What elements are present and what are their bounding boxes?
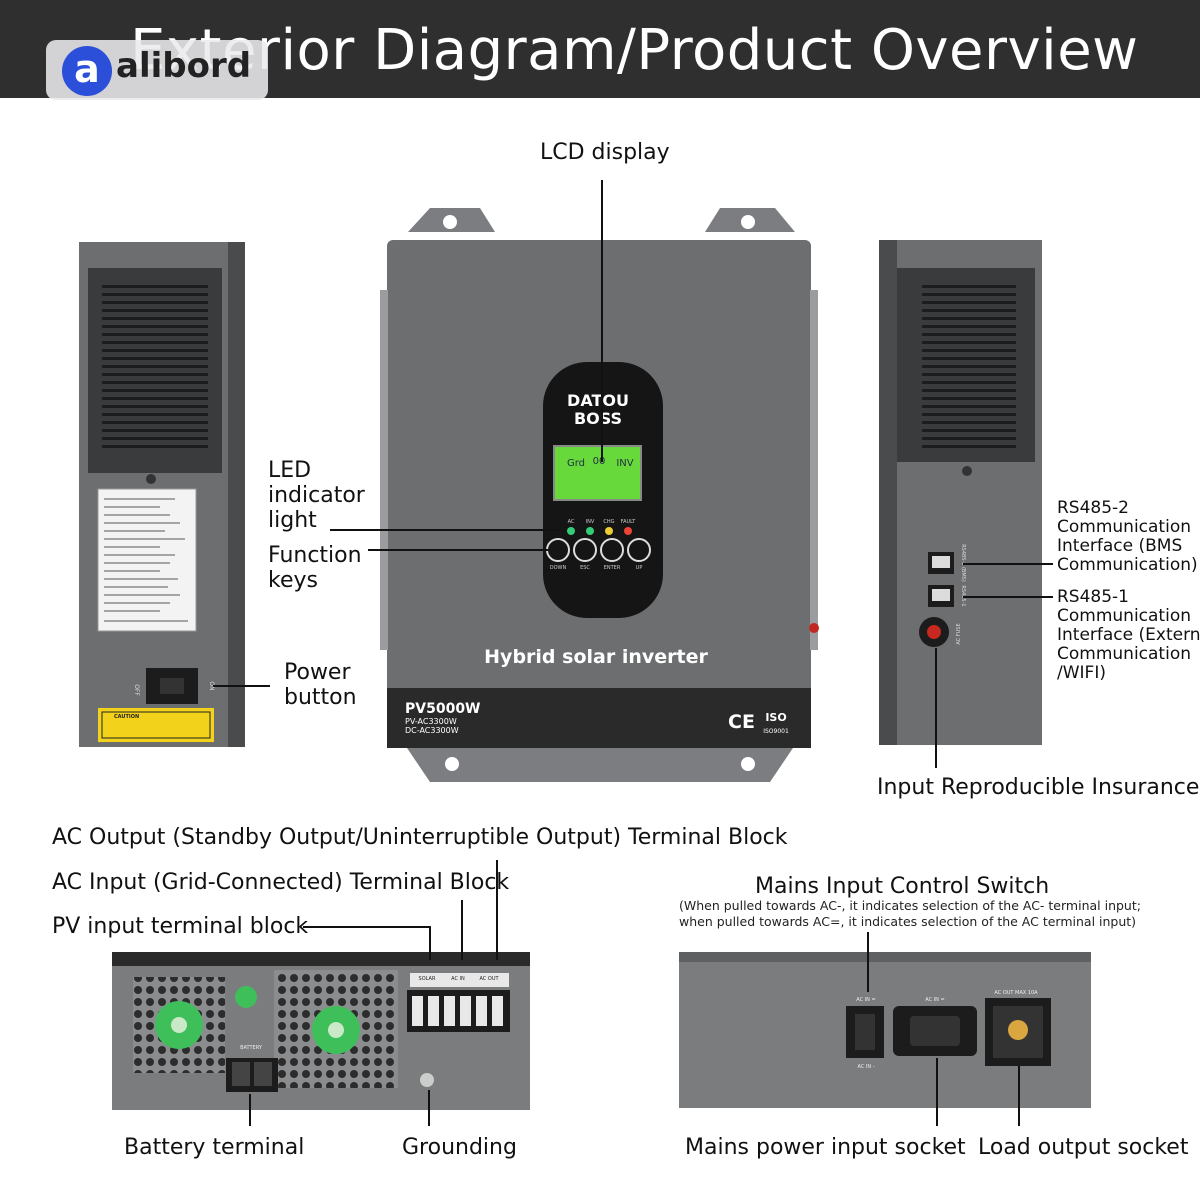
model-name: PV5000W bbox=[405, 701, 481, 717]
callout-led-line1: LED bbox=[268, 458, 312, 483]
lcd-readout-2: 00 bbox=[593, 456, 606, 467]
fuse-label: AC FUSE bbox=[956, 623, 962, 644]
callout-lcd-display: LCD display bbox=[540, 140, 670, 165]
solar-label: SOLAR bbox=[419, 976, 436, 982]
callout-mains-switch-note1: (When pulled towards AC-, it indicates s… bbox=[679, 898, 1141, 913]
led-label-fault: FAULT bbox=[621, 519, 637, 525]
bottom-left-unit bbox=[112, 952, 530, 1110]
iso-mark: ISO bbox=[765, 711, 786, 724]
brand-line2: BOSS bbox=[574, 409, 622, 428]
callout-pv-input-block: PV input terminal block bbox=[52, 914, 309, 939]
acout-socket-label: AC OUT MAX 10A bbox=[994, 990, 1038, 996]
led-label-inv: INV bbox=[586, 519, 595, 525]
key-label-esc: ESC bbox=[580, 565, 590, 571]
acin-bottom-label: AC IN - bbox=[857, 1064, 874, 1070]
callout-grounding: Grounding bbox=[402, 1135, 517, 1160]
callout-rs485-2-line1: RS485-2 bbox=[1057, 498, 1130, 518]
lcd-readout-1: Grd bbox=[567, 458, 585, 469]
right-side-unit bbox=[879, 240, 1042, 745]
warning-sticker bbox=[98, 708, 214, 742]
acout-label: AC OUT bbox=[479, 976, 499, 982]
battery-label: BATTERY bbox=[240, 1045, 263, 1051]
breaker-knob bbox=[235, 986, 257, 1008]
leader-lines bbox=[213, 180, 1053, 1126]
led-label-chg: CHG bbox=[603, 519, 614, 525]
callout-rs485-2-line4: Communication) bbox=[1057, 555, 1198, 575]
front-unit bbox=[380, 208, 819, 782]
callout-rs485-2-line2: Communication bbox=[1057, 517, 1191, 537]
callout-function-keys-line1: Function bbox=[268, 543, 362, 568]
ground-screw bbox=[420, 1073, 434, 1087]
spec-label bbox=[97, 488, 197, 632]
callout-battery-terminal: Battery terminal bbox=[124, 1135, 305, 1160]
key-label-enter: ENTER bbox=[604, 565, 621, 571]
page-title: Exterior Diagram/Product Overview bbox=[130, 18, 1139, 83]
callout-rs485-1-line2: Communication bbox=[1057, 606, 1191, 626]
left-side-unit bbox=[79, 242, 245, 747]
switch-on-label: ON bbox=[208, 681, 215, 690]
brand-line1: DATOU bbox=[567, 391, 629, 410]
caution-label: CAUTION bbox=[114, 714, 139, 720]
callout-ac-input-block: AC Input (Grid-Connected) Terminal Block bbox=[52, 870, 510, 895]
callout-mains-switch-note2: when pulled towards AC=, it indicates se… bbox=[679, 914, 1137, 929]
ce-mark: CE bbox=[728, 711, 755, 733]
acin-top-label: AC IN = bbox=[856, 997, 875, 1003]
callout-rs485-1-line5: /WIFI) bbox=[1057, 663, 1106, 683]
acin-socket-label: AC IN = bbox=[925, 997, 944, 1003]
callout-rs485-1-line3: Interface (External bbox=[1057, 625, 1200, 645]
acin-label: AC IN bbox=[451, 976, 465, 982]
callout-function-keys-line2: keys bbox=[268, 568, 318, 593]
callout-input-insurance: Input Reproducible Insurance bbox=[877, 775, 1200, 800]
key-label-up: UP bbox=[636, 565, 643, 571]
switch-off-label: OFF bbox=[133, 684, 140, 696]
callout-power-button-line2: button bbox=[284, 685, 357, 710]
callout-load-output-socket: Load output socket bbox=[978, 1135, 1189, 1160]
bottom-right-unit bbox=[679, 952, 1091, 1108]
iso-code: ISO9001 bbox=[763, 728, 789, 735]
key-label-down: DOWN bbox=[550, 565, 567, 571]
callout-led-line2: indicator bbox=[268, 483, 365, 508]
led-label-ac: AC bbox=[568, 519, 575, 525]
watermark-logo-icon: a bbox=[62, 46, 112, 96]
model-sub-1: PV-AC3300W bbox=[405, 717, 457, 726]
callout-rs485-2-line3: Interface (BMS bbox=[1057, 536, 1183, 556]
model-sub-2: DC-AC3300W bbox=[405, 726, 459, 735]
callout-mains-switch: Mains Input Control Switch bbox=[755, 874, 1050, 899]
watermark-text: alibord bbox=[116, 46, 252, 86]
product-name: Hybrid solar inverter bbox=[484, 646, 708, 668]
callout-power-button-line1: Power bbox=[284, 660, 351, 685]
lcd-readout-3: INV bbox=[616, 458, 633, 469]
callout-led-line3: light bbox=[268, 508, 317, 533]
callout-rs485-1-line1: RS485-1 bbox=[1057, 587, 1130, 607]
callout-mains-power-socket: Mains power input socket bbox=[685, 1135, 966, 1160]
callout-ac-output-block: AC Output (Standby Output/Uninterruptibl… bbox=[52, 825, 788, 850]
callout-rs485-1-line4: Communication bbox=[1057, 644, 1191, 664]
